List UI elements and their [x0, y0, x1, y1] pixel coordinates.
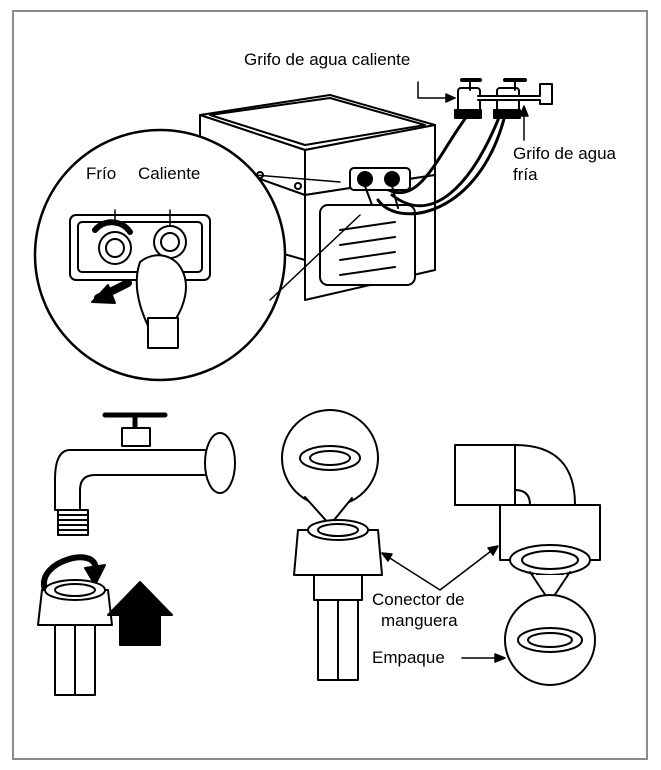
gasket-label: Empaque: [372, 648, 445, 668]
cold-inlet-label: Frío: [86, 164, 116, 184]
hot-inlet-label: Caliente: [138, 164, 200, 184]
elbow-hose-end: [455, 445, 600, 685]
faucet-coupling-step: [38, 415, 235, 695]
hot-tap-label: Grifo de agua caliente: [244, 50, 410, 70]
cold-tap-label-line1: Grifo de agua: [513, 144, 616, 164]
hose-connector-label-line2: manguera: [381, 611, 458, 631]
hose-end-with-gasket: [282, 410, 382, 680]
hose-connector-label-line1: Conector de: [372, 590, 465, 610]
cold-tap-label-line2: fría: [513, 165, 538, 185]
wall-taps: [455, 80, 552, 118]
